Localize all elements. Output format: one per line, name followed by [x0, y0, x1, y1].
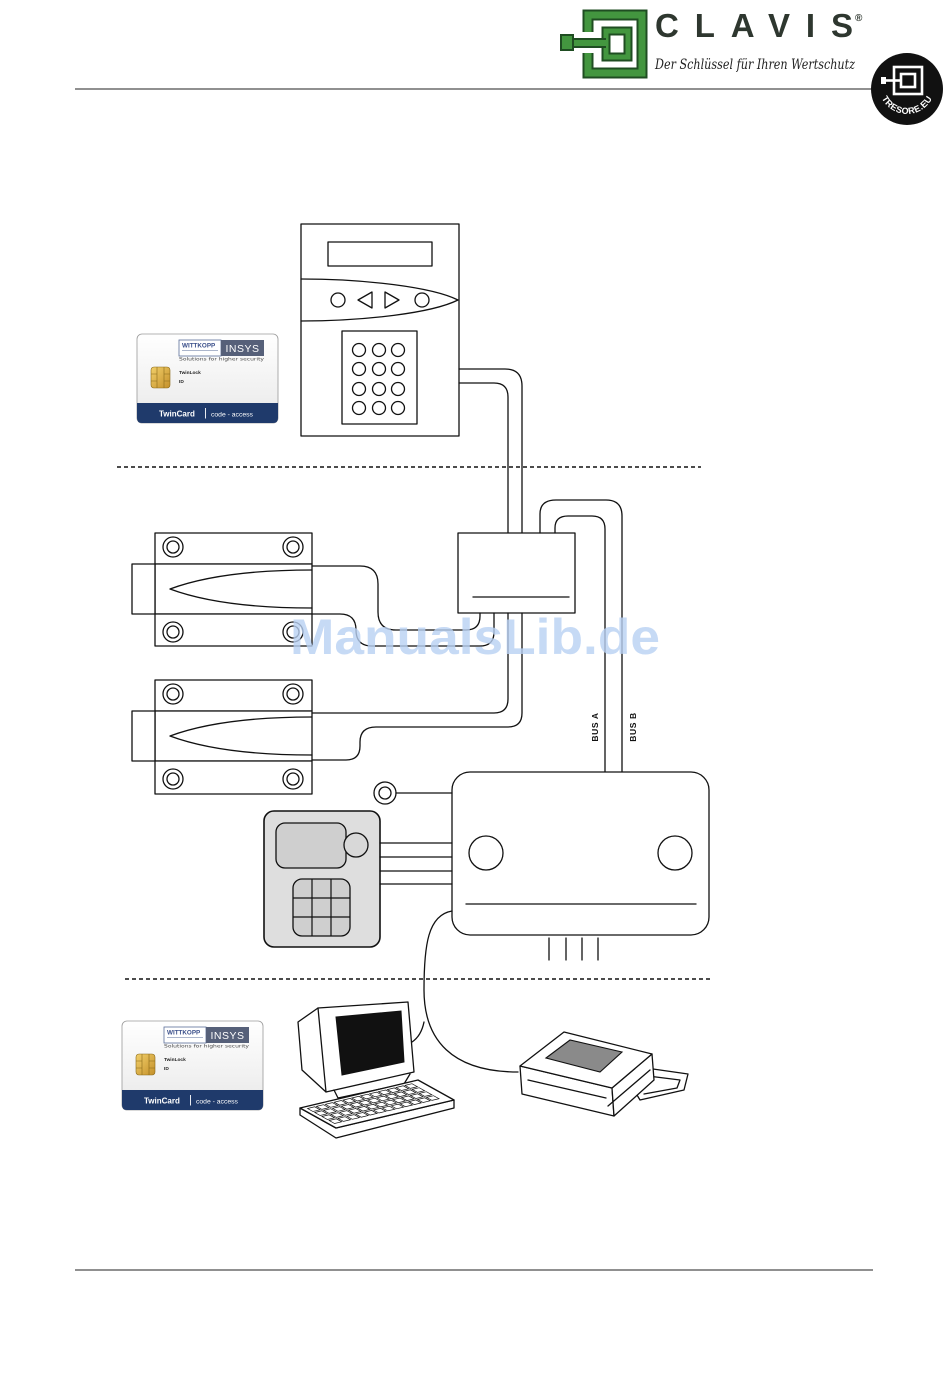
printer: [520, 1032, 688, 1116]
chip-plate: [136, 1054, 155, 1075]
brand-name: CLAVIS: [655, 7, 853, 44]
fingerprint-sensor-icon: [344, 833, 368, 857]
registered-mark: ®: [855, 13, 863, 24]
card-slogan: Solutions for higher security: [164, 1044, 250, 1049]
card-line-1: TwinLock: [179, 370, 201, 376]
card-product: TwinCard: [144, 1097, 180, 1106]
card-line-2: ID: [164, 1066, 169, 1072]
wittkopp-text: WITTKOPP: [167, 1030, 200, 1037]
card-product: TwinCard: [159, 410, 195, 419]
screw-icon: [283, 537, 303, 557]
reader-cable: [380, 843, 452, 884]
chip-icon: [136, 1054, 155, 1075]
brand-tagline: Der Schlüssel für Ihren Wertschutz: [654, 57, 855, 73]
panel-cable: [459, 369, 522, 533]
screw-icon: [163, 537, 183, 557]
badge-icon-head: [881, 77, 886, 84]
logo-key-head: [561, 35, 573, 50]
screw-icon: [163, 684, 183, 704]
control-panel: [301, 224, 459, 436]
card-line-2: ID: [179, 379, 184, 385]
card-subtitle: code - access: [196, 1099, 239, 1106]
tresore-badge: TRESORE.EU: [871, 53, 943, 125]
watermark: ManualsLib.de: [290, 609, 660, 665]
lock-2: [132, 680, 312, 794]
bus-b-label: BUS B: [628, 712, 638, 741]
lock-side-tab: [132, 564, 155, 614]
screw-icon: [163, 769, 183, 789]
central-unit-housing: [452, 772, 709, 935]
card-subtitle: code - access: [211, 412, 254, 419]
insys-text: INSYS: [210, 1030, 244, 1042]
wittkopp-text: WITTKOPP: [182, 343, 215, 350]
junction-box-housing: [458, 533, 575, 613]
logo-inner-frame-shadow: [606, 31, 628, 57]
lock-side-tab: [132, 711, 155, 761]
lock-1: [132, 533, 312, 646]
bus-a-label: BUS A: [590, 712, 600, 741]
twincard-bottom: WITTKOPP INSYS Solutions for higher secu…: [122, 1021, 263, 1110]
twincard-top: WITTKOPP INSYS Solutions for higher secu…: [137, 334, 278, 423]
reader-display: [276, 823, 346, 868]
screw-icon: [283, 684, 303, 704]
card-line-1: TwinLock: [164, 1057, 186, 1063]
lock-body: [155, 711, 312, 761]
lock-body: [155, 564, 312, 614]
insys-text: INSYS: [225, 343, 259, 355]
chip-plate: [151, 367, 170, 388]
door-contact-sensor: [374, 782, 452, 804]
reader-keypad: [293, 879, 350, 936]
central-unit: [452, 772, 709, 960]
card-slogan: Solutions for higher security: [179, 357, 265, 362]
junction-box: [458, 533, 575, 613]
screw-icon: [163, 622, 183, 642]
screw-icon: [283, 769, 303, 789]
computer: [298, 1002, 454, 1138]
clavis-logo-icon: [561, 15, 642, 73]
chip-icon: [151, 367, 170, 388]
biometric-keypad: [264, 811, 380, 947]
control-panel-housing: [301, 224, 459, 436]
header: CLAVIS ® Der Schlüssel für Ihren Wertsch…: [75, 7, 943, 125]
sensor-outer: [374, 782, 396, 804]
central-unit-terminals: [549, 938, 598, 960]
